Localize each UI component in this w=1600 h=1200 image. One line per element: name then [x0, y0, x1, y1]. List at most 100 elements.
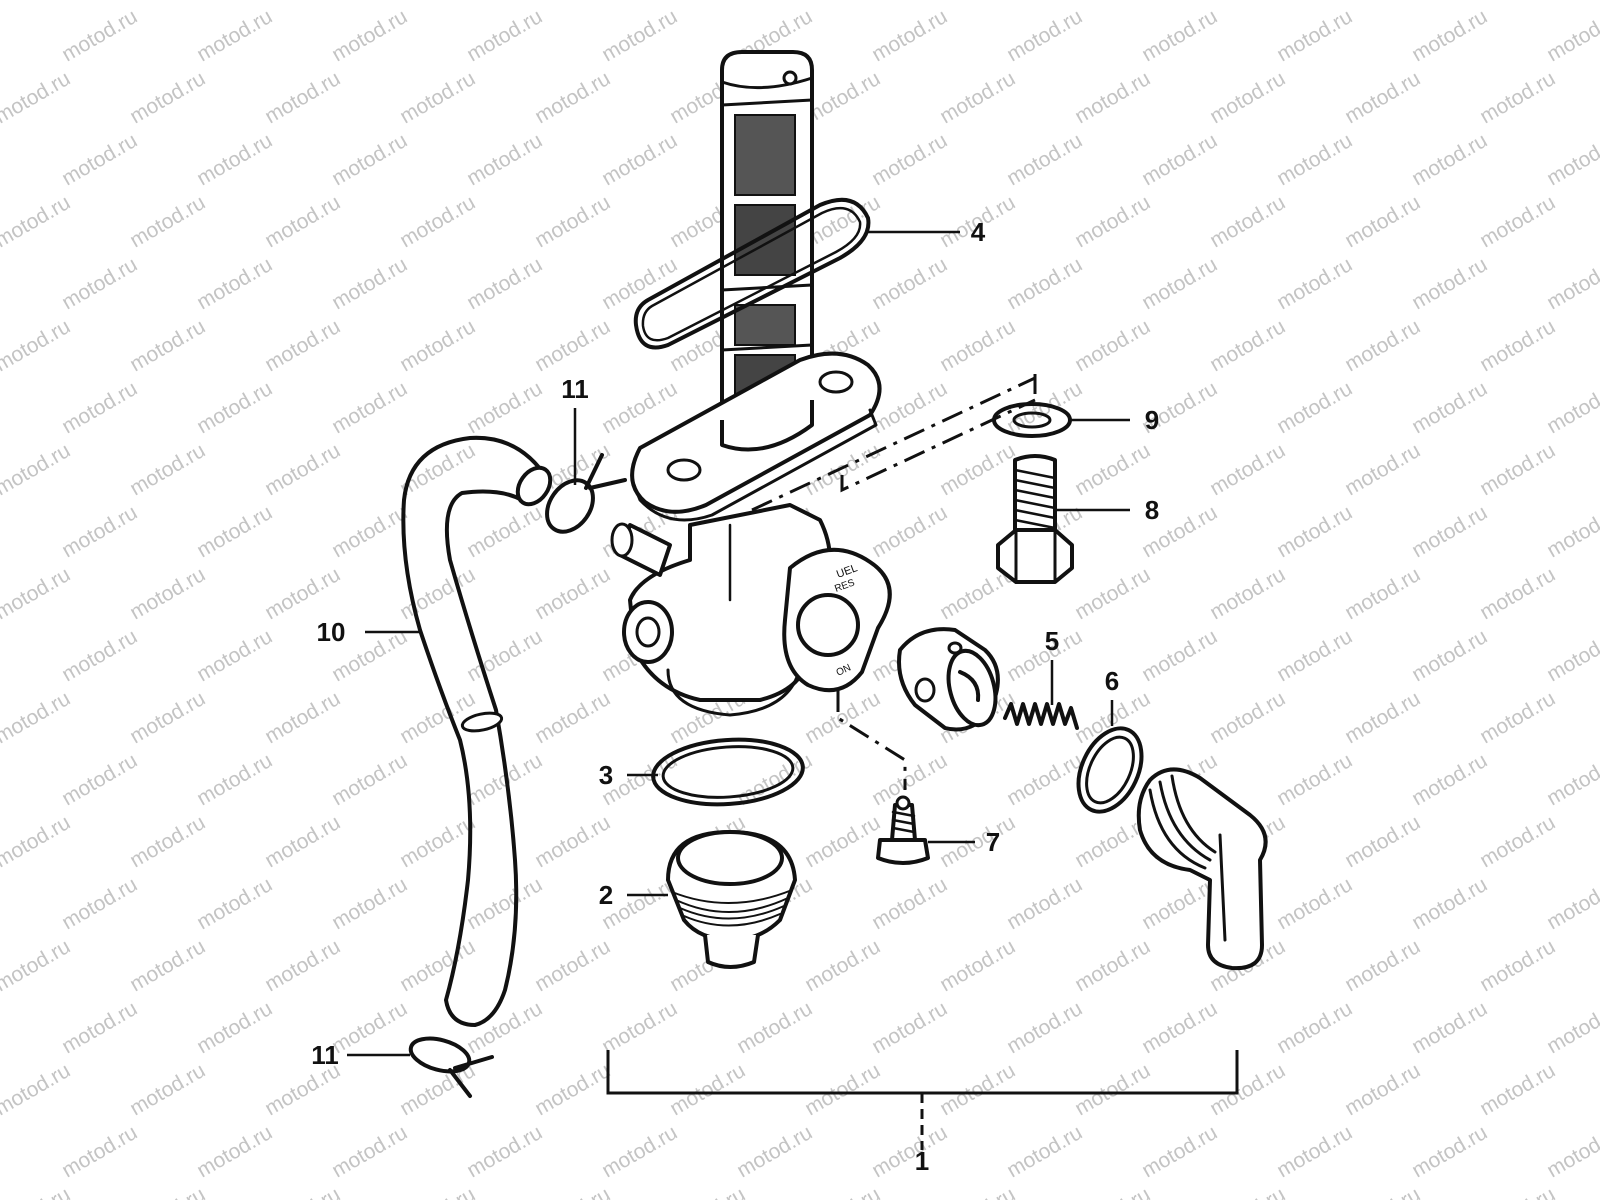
watermark-text: motod.ru [0, 315, 74, 376]
watermark-text: motod.ru [868, 501, 951, 562]
watermark-text: motod.ru [1408, 253, 1491, 314]
watermark-text: motod.ru [193, 253, 276, 314]
watermark-text: motod.ru [193, 501, 276, 562]
watermark-text: motod.ru [1273, 1121, 1356, 1182]
watermark-text: motod.ru [58, 129, 141, 190]
watermark-text: motod.ru [531, 811, 614, 872]
watermark-text: motod.ru [1206, 67, 1289, 128]
watermark-text: motod.ru [463, 501, 546, 562]
watermark-text: motod.ru [1408, 377, 1491, 438]
watermark-text: motod.ru [463, 5, 546, 66]
watermark-text: motod.ru [936, 0, 1019, 4]
watermark-text: motod.ru [1408, 1121, 1491, 1182]
watermark-text: motod.ru [1071, 1059, 1154, 1120]
assembly-bracket [606, 1050, 1239, 1150]
watermark-text: motod.ru [598, 377, 681, 438]
watermark-text: motod.ru [1273, 501, 1356, 562]
watermark-text: motod.ru [396, 935, 479, 996]
watermark-text: motod.ru [666, 0, 749, 4]
watermark-text: motod.ru [396, 1183, 479, 1200]
watermark-text: motod.ru [936, 67, 1019, 128]
watermark-text: motod.ru [1543, 625, 1600, 686]
watermark-text: motod.ru [1206, 0, 1289, 4]
watermark-text: motod.ru [1341, 563, 1424, 624]
watermark-text: motod.ru [531, 315, 614, 376]
watermark-text: motod.ru [328, 749, 411, 810]
watermark-text: motod.ru [1543, 873, 1600, 934]
watermark-text: motod.ru [126, 439, 209, 500]
leader-lines [347, 230, 1130, 1057]
watermark-text: motod.ru [598, 5, 681, 66]
callout-clip-bottom: 11 [311, 1040, 339, 1070]
watermark-text: motod.ru [328, 129, 411, 190]
watermark-text: motod.ru [0, 439, 74, 500]
fuel-hose [401, 435, 553, 1027]
watermark-text: motod.ru [58, 625, 141, 686]
watermark-text: motod.ru [1543, 1121, 1600, 1182]
watermark-text: motod.ru [1138, 5, 1221, 66]
watermark-text: motod.ru [868, 253, 951, 314]
watermark-text: motod.ru [1476, 1183, 1559, 1200]
mounting-bolt [996, 454, 1074, 584]
watermark-text: motod.ru [261, 1183, 344, 1200]
watermark-text: motod.ru [1408, 749, 1491, 810]
watermark-text: motod.ru [0, 935, 74, 996]
watermark-text: motod.ru [396, 811, 479, 872]
watermark-text: motod.ru [261, 439, 344, 500]
watermark-text: motod.ru [58, 5, 141, 66]
watermark-text: motod.ru [463, 873, 546, 934]
watermark-text: motod.ru [261, 563, 344, 624]
watermark-text: motod.ru [126, 191, 209, 252]
watermark-text: motod.ru [1071, 191, 1154, 252]
watermark-text: motod.ru [1341, 439, 1424, 500]
watermark-text: motod.ru [261, 687, 344, 748]
watermark-text: motod.ru [598, 1121, 681, 1182]
watermark-text: motod.ru [1206, 687, 1289, 748]
filter-tube [720, 50, 814, 447]
watermark-text: motod.ru [531, 0, 614, 4]
watermark-text: motod.ru [1138, 625, 1221, 686]
watermark-text: motod.ru [261, 67, 344, 128]
watermark-text: motod.ru [1206, 1183, 1289, 1200]
watermark-text: motod.ru [1273, 129, 1356, 190]
watermark-text: motod.ru [531, 1059, 614, 1120]
watermark-text: motod.ru [1341, 811, 1424, 872]
callout-hose: 10 [317, 617, 346, 647]
watermark-text: motod.ru [1408, 129, 1491, 190]
watermark-text: motod.ru [801, 687, 884, 748]
watermark-text: motod.ru [193, 997, 276, 1058]
watermark-text: motod.ru [1206, 439, 1289, 500]
watermark-text: motod.ru [1206, 1059, 1289, 1120]
watermark-text: motod.ru [733, 997, 816, 1058]
watermark-text: motod.ru [1206, 191, 1289, 252]
watermark-text: motod.ru [1003, 129, 1086, 190]
watermark-text: motod.ru [0, 0, 74, 4]
valve-body [610, 351, 882, 717]
watermark-text: motod.ru [1341, 1183, 1424, 1200]
watermark-text: motod.ru [1408, 5, 1491, 66]
watermark-text: motod.ru [733, 1121, 816, 1182]
watermark-text: motod.ru [1476, 315, 1559, 376]
watermark-text: motod.ru [0, 1183, 74, 1200]
watermark-text: motod.ru [126, 315, 209, 376]
watermark-text: motod.ru [1341, 67, 1424, 128]
watermark-text: motod.ru [0, 191, 74, 252]
watermark-text: motod.ru [1003, 749, 1086, 810]
watermark-text: motod.ru [58, 749, 141, 810]
watermark-text: motod.ru [261, 315, 344, 376]
watermark-text: motod.ru [1003, 1121, 1086, 1182]
watermark-text: motod.ru [801, 811, 884, 872]
watermark-text: motod.ru [396, 67, 479, 128]
watermark-text: motod.ru [126, 563, 209, 624]
watermark-text: motod.ru [126, 1183, 209, 1200]
watermark-text: motod.ru [801, 1183, 884, 1200]
watermark-text: motod.ru [0, 687, 74, 748]
watermark-text: motod.ru [1476, 0, 1559, 4]
watermark-text: motod.ru [1476, 1059, 1559, 1120]
watermark-text: motod.ru [396, 191, 479, 252]
watermark-text: motod.ru [463, 1121, 546, 1182]
watermark-text: motod.ru [1543, 501, 1600, 562]
watermark-text: motod.ru [1341, 687, 1424, 748]
drain-screw [876, 795, 930, 865]
callout-cup: 2 [599, 880, 613, 910]
